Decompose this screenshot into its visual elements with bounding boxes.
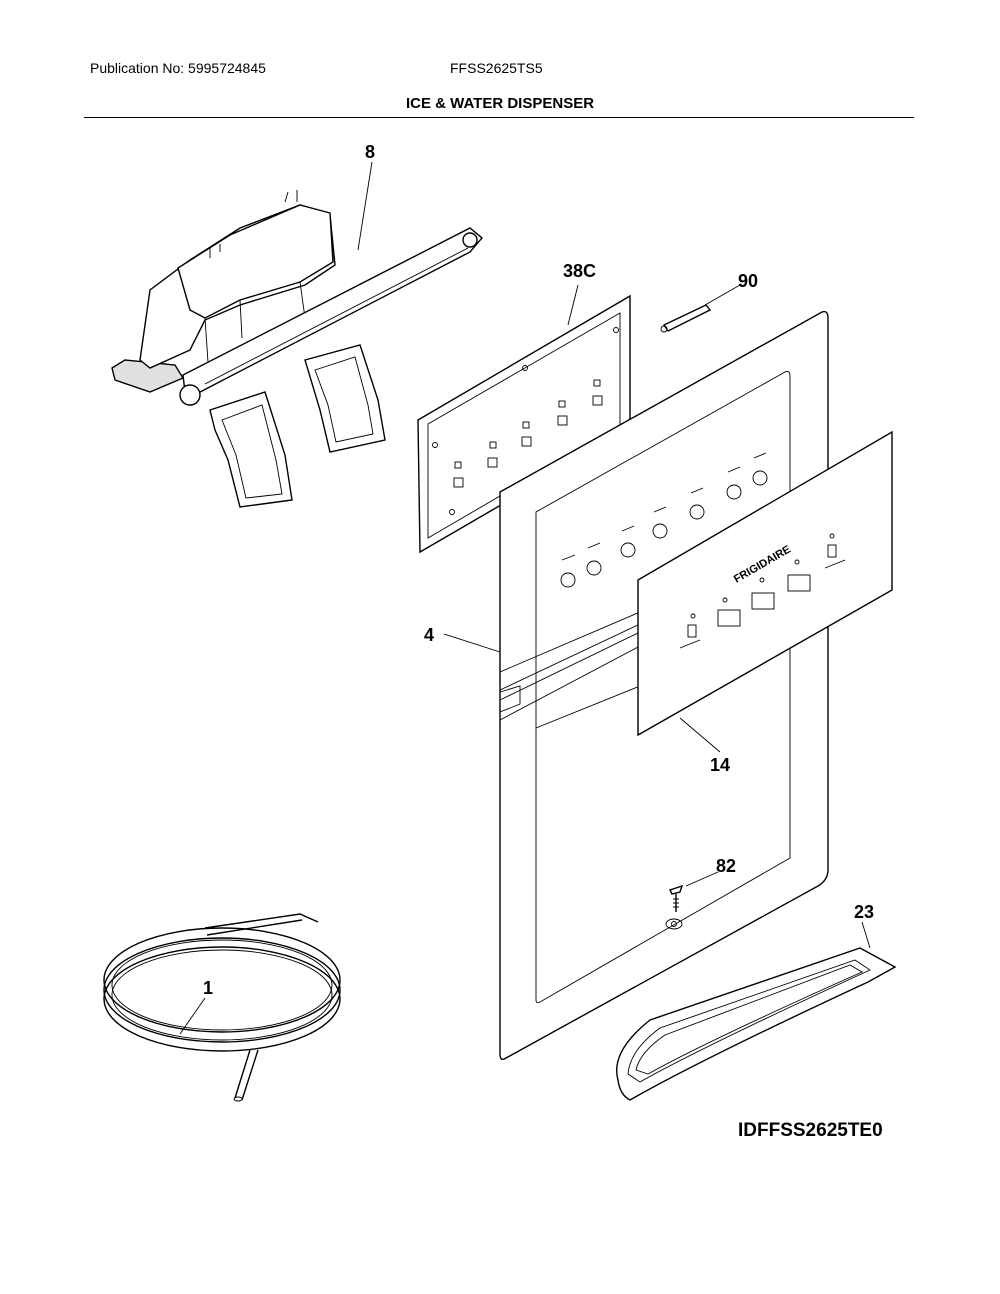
part-1-water-tubing bbox=[103, 913, 341, 1102]
publication-number: Publication No: 5995724845 bbox=[90, 60, 266, 76]
callout-82: 82 bbox=[716, 856, 736, 876]
part-23-drip-tray bbox=[616, 947, 897, 1101]
header-divider bbox=[84, 117, 914, 118]
callout-38c: 38C bbox=[563, 261, 596, 281]
leader-lines bbox=[179, 161, 871, 1035]
diagram-id: IDFFSS2625TE0 bbox=[738, 1120, 883, 1141]
part-14-control-overlay bbox=[637, 430, 893, 737]
callout-1: 1 bbox=[203, 978, 213, 998]
part-82-screw bbox=[669, 884, 684, 912]
part-8-dispenser-actuator bbox=[111, 190, 483, 508]
callout-23: 23 bbox=[854, 902, 874, 922]
callout-8: 8 bbox=[365, 142, 375, 162]
model-number: FFSS2625TS5 bbox=[450, 60, 543, 76]
part-90-clip bbox=[660, 304, 712, 333]
callout-14: 14 bbox=[710, 755, 730, 775]
page-title: ICE & WATER DISPENSER bbox=[405, 95, 595, 112]
callout-4: 4 bbox=[424, 625, 434, 645]
callout-90: 90 bbox=[738, 271, 758, 291]
